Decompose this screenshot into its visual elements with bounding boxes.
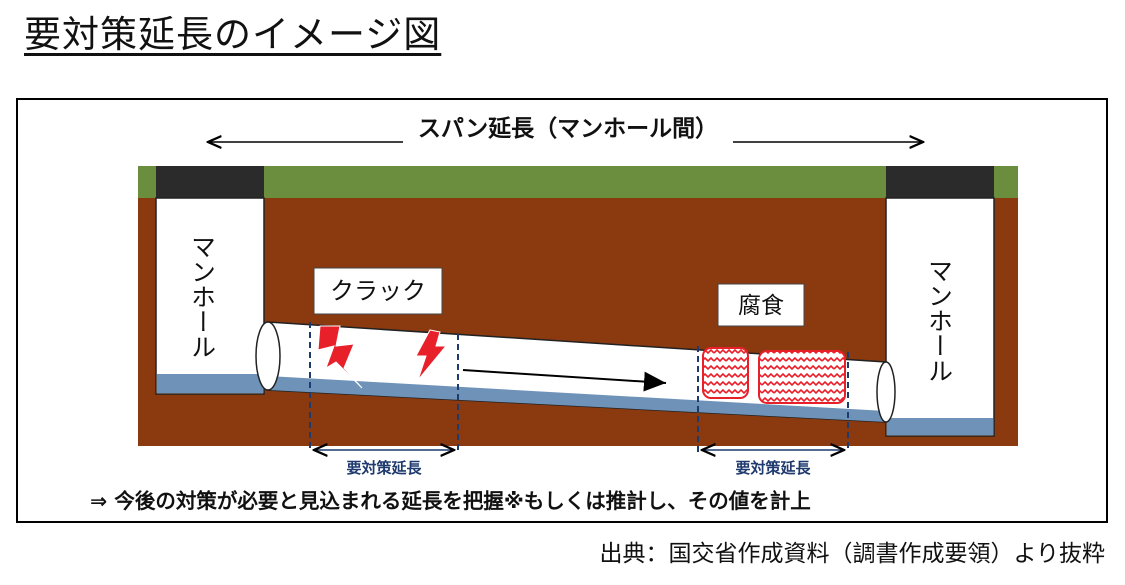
pipe-right-end	[876, 361, 896, 423]
diagram-frame: スパン延長（マンホール間） マンホール マンホール クラック 腐食	[16, 98, 1108, 523]
manhole-right-label: マンホール	[925, 258, 954, 383]
manhole-left-lid	[156, 166, 264, 198]
pipe-left-end	[255, 321, 281, 391]
crack-bolt-1	[317, 325, 363, 389]
grass-layer	[138, 166, 1018, 198]
manhole-left-water	[157, 374, 263, 393]
source-citation: 出典：国交省作成資料（調書作成要領）より抜粋	[599, 541, 1105, 567]
corrosion-label-box	[717, 283, 805, 327]
pipe-water	[268, 376, 886, 422]
crack-bolt-2	[415, 329, 448, 381]
countermeasure-label-left: 要対策延長	[346, 459, 422, 477]
countermeasure-label-right: 要対策延長	[735, 459, 811, 477]
crack-label-box	[313, 267, 443, 315]
manhole-left-label: マンホール	[188, 234, 217, 359]
footnote: ⇒ 今後の対策が必要と見込まれる延長を把握※もしくは推計し、その値を計上	[90, 489, 811, 513]
corrosion-label: 腐食	[738, 293, 784, 319]
manhole-right-lid	[886, 166, 994, 198]
span-label: スパン延長（マンホール間）	[418, 115, 718, 142]
sewer-diagram: スパン延長（マンホール間） マンホール マンホール クラック 腐食	[90, 112, 1018, 513]
page-title: 要対策延長のイメージ図	[24, 13, 442, 56]
manhole-left-shaft	[155, 197, 265, 395]
manhole-right-shaft	[885, 197, 995, 437]
span-label-bg	[403, 112, 733, 146]
corrosion-patch-1	[702, 347, 749, 399]
crack-label: クラック	[330, 277, 426, 305]
flow-arrow	[462, 369, 667, 392]
corrosion-patch-2	[758, 350, 846, 404]
manhole-right-water	[887, 418, 993, 435]
